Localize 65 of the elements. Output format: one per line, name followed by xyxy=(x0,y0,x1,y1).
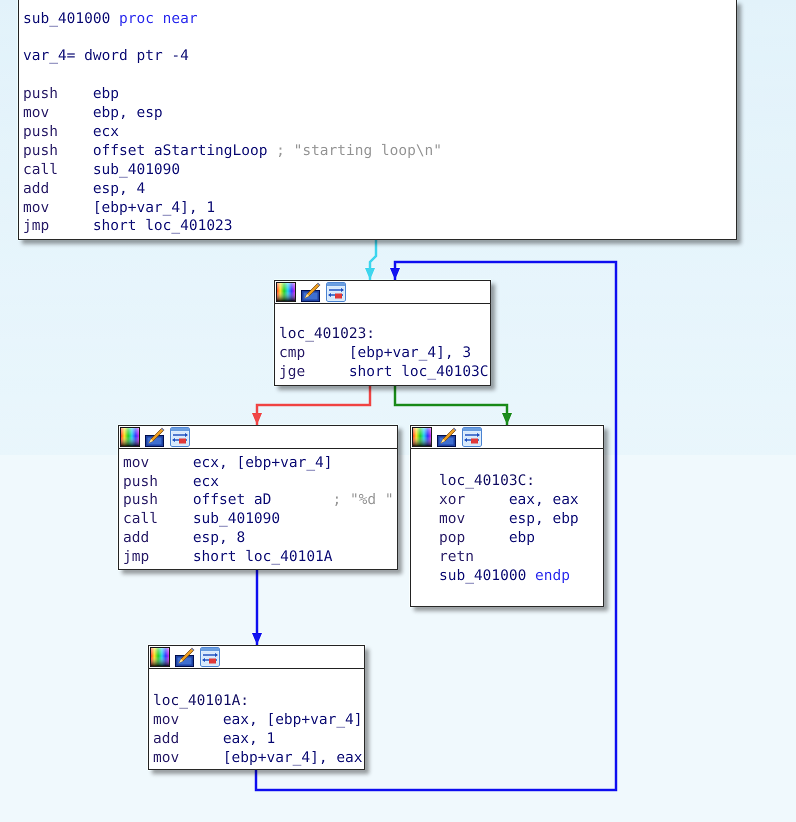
code-label: loc_40101A: xyxy=(153,692,250,712)
function-name: sub_401000 xyxy=(23,10,110,28)
instruction-operand: sub_401090 xyxy=(192,510,280,530)
instruction-mnemonic: push xyxy=(123,491,158,510)
arrow xyxy=(394,386,512,425)
directive-keyword: endp xyxy=(535,567,570,586)
variable-declaration: var_4= dword ptr -4 xyxy=(23,47,189,66)
code-block xyxy=(118,425,398,570)
instruction-operand: offset aD xyxy=(192,491,272,510)
instruction-operand: short loc_40103C xyxy=(348,363,489,382)
instruction-operand: ebp xyxy=(92,85,120,104)
instruction-mnemonic: mov xyxy=(23,198,50,218)
instruction-operand: ebp, esp xyxy=(92,104,163,123)
instruction-operand: offset aStartingLoop xyxy=(92,142,268,161)
instruction-mnemonic: xor xyxy=(439,491,466,510)
code-label: loc_401023: xyxy=(279,325,376,344)
instruction-mnemonic: call xyxy=(123,510,158,530)
instruction-operand: short loc_40101A xyxy=(192,548,333,568)
code-comment: ; "starting loop\n" xyxy=(276,142,442,161)
arrow xyxy=(254,260,618,792)
instruction-mnemonic: mov xyxy=(439,510,466,530)
instruction-mnemonic: jmp xyxy=(23,217,50,236)
instruction-operand: ecx, [ebp+var_4] xyxy=(192,454,333,472)
instruction-mnemonic: mov xyxy=(23,104,50,123)
instruction-mnemonic: pop xyxy=(439,529,466,548)
code-label: loc_40103C: xyxy=(439,472,536,492)
code-block xyxy=(274,280,491,386)
instruction-mnemonic: push xyxy=(23,142,58,161)
instruction-mnemonic: add xyxy=(23,180,50,199)
instruction-operand: [ebp+var_4], eax xyxy=(222,749,363,768)
arrow xyxy=(365,240,378,280)
instruction-operand: eax, eax xyxy=(508,491,579,510)
instruction-mnemonic: retn xyxy=(439,548,474,568)
instruction-mnemonic: mov xyxy=(123,454,150,472)
instruction-operand: esp, 8 xyxy=(192,529,246,548)
directive-keyword: proc near xyxy=(119,10,198,28)
instruction-operand: [ebp+var_4], 3 xyxy=(348,344,472,364)
instruction-mnemonic: push xyxy=(23,85,58,104)
instruction-operand: [ebp+var_4], 1 xyxy=(92,198,216,218)
instruction-mnemonic: jmp xyxy=(123,548,150,568)
instruction-operand: esp, ebp xyxy=(508,510,579,530)
arrow xyxy=(252,570,262,645)
instruction-mnemonic: add xyxy=(123,529,150,548)
instruction-mnemonic: add xyxy=(153,730,180,750)
instruction-operand: ecx xyxy=(92,122,120,142)
instruction-operand: eax, [ebp+var_4] xyxy=(222,711,363,730)
code-block xyxy=(18,0,737,240)
instruction-operand: ebp xyxy=(508,529,536,548)
arrow xyxy=(252,386,372,425)
instruction-mnemonic: cmp xyxy=(279,344,306,364)
instruction-mnemonic: push xyxy=(23,122,58,142)
code-comment: ; "%d " xyxy=(332,491,394,510)
code-block xyxy=(410,425,604,607)
instruction-mnemonic: call xyxy=(23,160,58,180)
instruction-operand: esp, 4 xyxy=(92,180,146,199)
function-name: sub_401000 xyxy=(439,567,526,586)
instruction-mnemonic: mov xyxy=(153,711,180,730)
code-block xyxy=(148,645,365,770)
instruction-mnemonic: mov xyxy=(153,749,180,768)
instruction-mnemonic: jge xyxy=(279,363,306,382)
instruction-mnemonic: push xyxy=(123,472,158,492)
instruction-operand: sub_401090 xyxy=(92,160,180,180)
instruction-operand: eax, 1 xyxy=(222,730,276,750)
instruction-operand: short loc_401023 xyxy=(92,217,233,236)
instruction-operand: ecx xyxy=(192,472,220,492)
